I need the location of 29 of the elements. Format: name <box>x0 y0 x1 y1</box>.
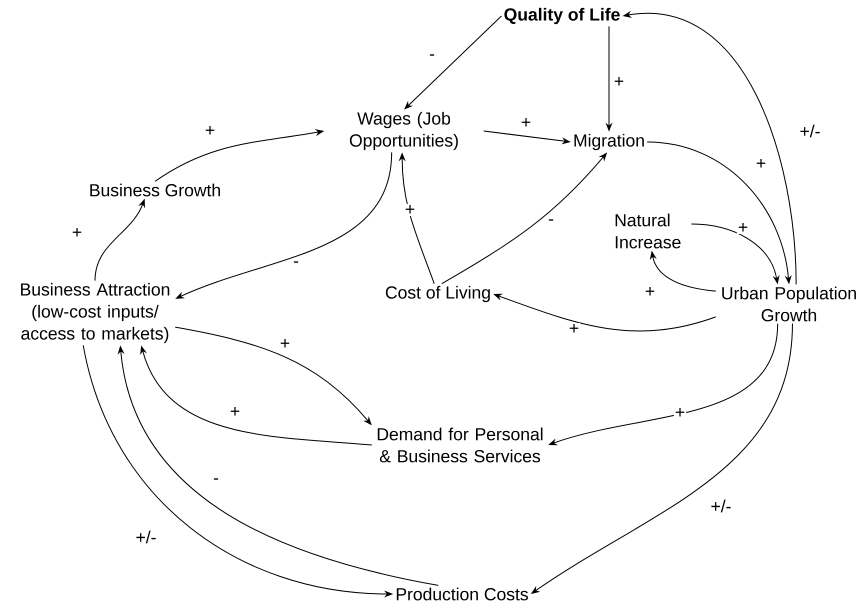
edge-label: +/- <box>134 530 158 544</box>
edge-label: + <box>612 76 626 88</box>
variable-label: Migration <box>574 134 644 150</box>
edge-label: - <box>428 53 436 61</box>
edge-label: + <box>754 158 768 170</box>
edge-label: +/- <box>798 124 822 138</box>
edge-label: + <box>70 226 84 240</box>
variable-label: Cost of Living <box>386 286 490 302</box>
variable-label: Demand for Personal & Business Services <box>378 428 542 462</box>
edge-label: - <box>212 477 220 485</box>
edge-label: + <box>228 406 242 418</box>
edge-label: - <box>292 260 300 268</box>
variable-label: Production Costs <box>396 588 528 600</box>
edge-label: - <box>547 218 555 226</box>
variable-label: Quality of Life <box>504 8 620 24</box>
edge-label: + <box>278 338 292 350</box>
edge-label: + <box>520 116 532 130</box>
edge-label: + <box>674 406 686 420</box>
variable-label: Business Growth <box>90 184 220 196</box>
variable-label: Urban Population Growth <box>722 286 856 322</box>
edge-label: + <box>204 124 216 138</box>
variable-label: Natural Increase <box>616 214 681 248</box>
edge-label: + <box>568 322 580 336</box>
edge-label: + <box>404 204 416 216</box>
edge-label: + <box>644 286 656 298</box>
variable-label: Wages (Job Opportunities) <box>350 112 458 150</box>
edge-label: +/- <box>710 498 732 514</box>
variable-label: Business Attraction (low-cost inputs/ access to markets) <box>21 282 170 344</box>
edge-label: + <box>736 222 750 234</box>
